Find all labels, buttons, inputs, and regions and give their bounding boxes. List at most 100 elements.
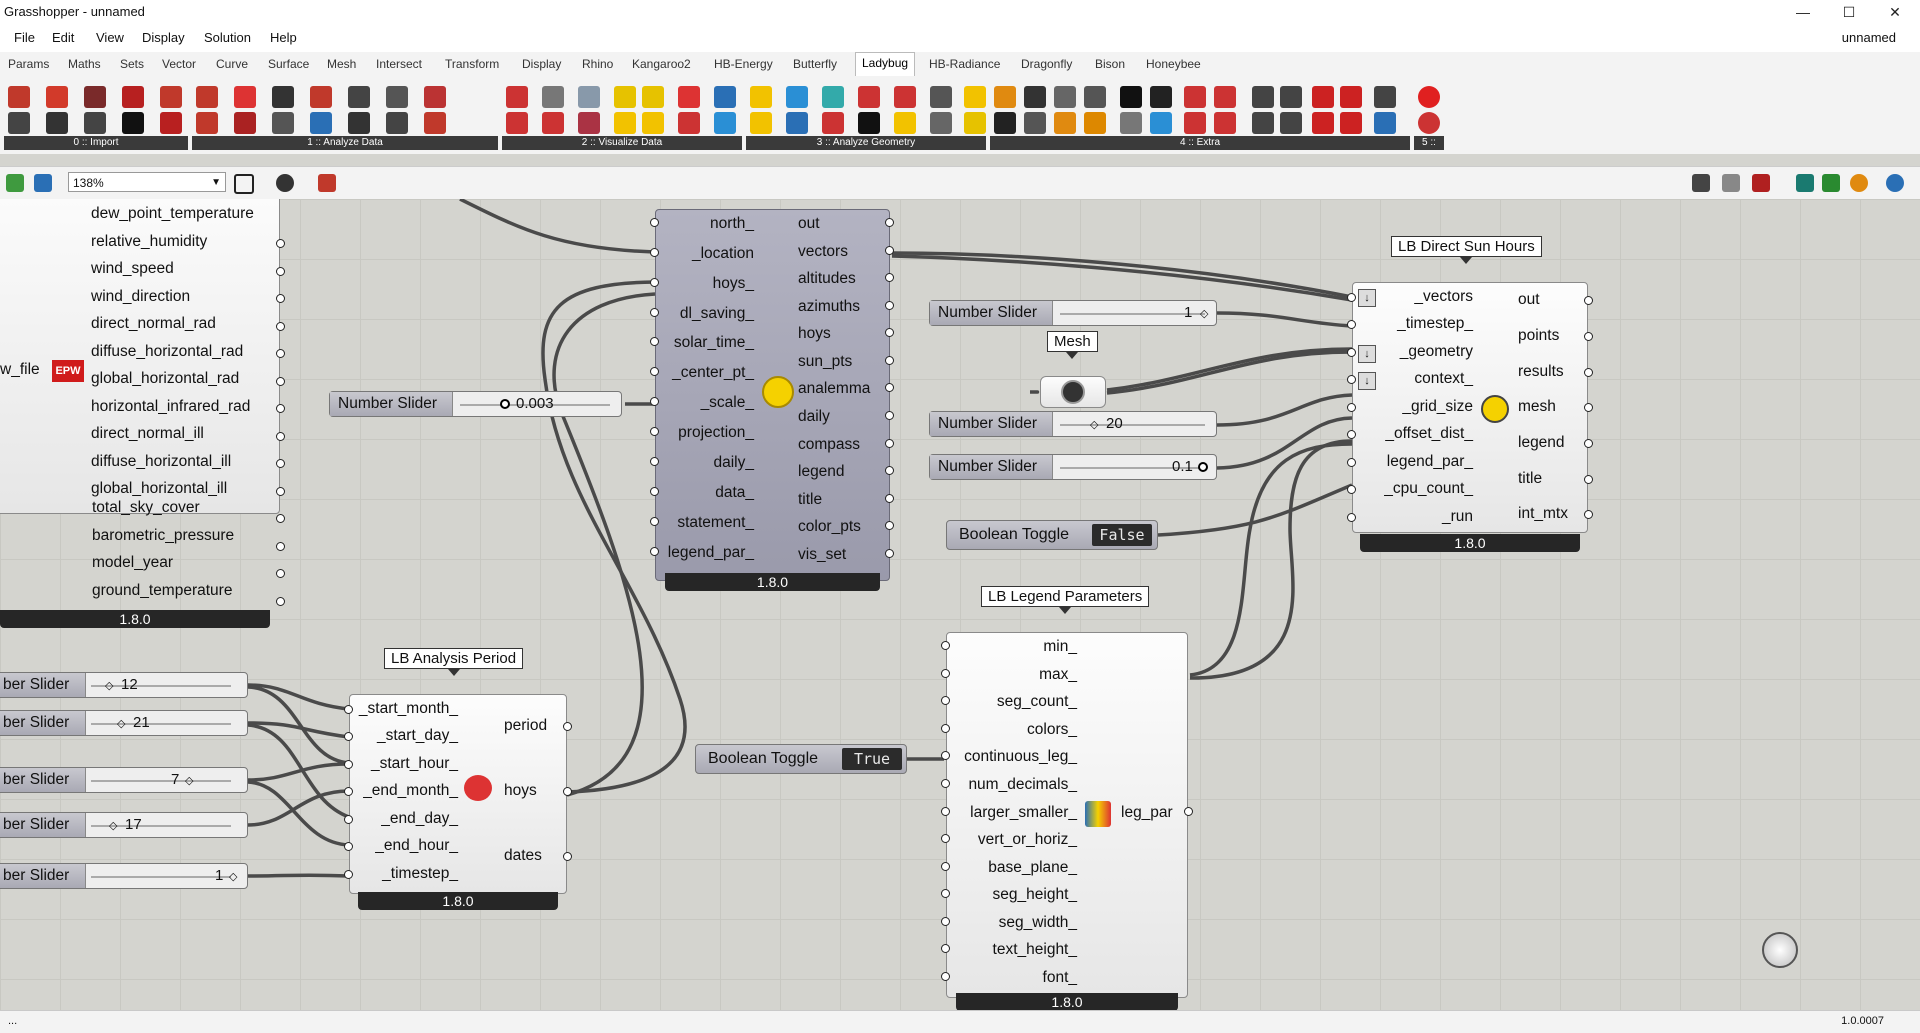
output-grip[interactable] [885,356,894,365]
grid-icon[interactable] [1024,86,1046,108]
toggle-value[interactable]: False [1092,524,1152,546]
menu-edit[interactable]: Edit [52,30,75,45]
dy-icon[interactable] [234,112,256,134]
psychrometric-icon[interactable] [678,86,700,108]
sun-path-box-icon[interactable] [894,112,916,134]
output-grip[interactable] [885,218,894,227]
sun-ray-icon[interactable] [964,112,986,134]
deconstruct-icon[interactable] [424,86,446,108]
output-grip[interactable] [885,549,894,558]
arrows-icon[interactable] [678,112,700,134]
bar-chart-icon[interactable] [506,112,528,134]
file-red-icon[interactable] [1184,86,1206,108]
tab-sets[interactable]: Sets [120,57,145,71]
input-grip[interactable] [650,218,659,227]
input-grip[interactable] [941,972,950,981]
input-grip[interactable] [1347,430,1356,439]
output-grip[interactable] [276,322,285,331]
slider-handle[interactable]: ◇ [105,680,114,692]
slider-handle[interactable]: ◇ [117,718,126,730]
close-button[interactable]: ✕ [1889,4,1901,20]
number-slider-timestep[interactable]: Number Slider 1 ◇ [929,300,1217,326]
menu-file[interactable]: File [14,30,35,45]
tab-kangaroo2[interactable]: Kangaroo2 [632,57,691,71]
input-grip[interactable] [650,487,659,496]
slider-handle[interactable] [500,399,510,409]
person-red-icon[interactable] [858,86,880,108]
direct-sun-icon[interactable] [750,112,772,134]
file-cf-icon[interactable] [1214,86,1236,108]
input-grip[interactable] [344,732,353,741]
input-grip[interactable] [650,457,659,466]
shade-bench-icon[interactable] [930,86,952,108]
tab-params[interactable]: Params [8,57,50,71]
output-grip[interactable] [885,273,894,282]
tab-display[interactable]: Display [522,57,562,71]
hourly-plot-icon[interactable] [542,86,564,108]
thermometer-icon[interactable] [310,86,332,108]
folder-open-icon[interactable] [1340,86,1362,108]
input-grip[interactable] [1347,320,1356,329]
output-grip[interactable] [276,294,285,303]
output-grip[interactable] [563,787,572,796]
input-grip[interactable] [1347,348,1356,357]
graph-icon[interactable] [1084,86,1106,108]
number-slider-start-month[interactable]: ber Slider ◇ 12 [0,672,248,698]
ny-filter-icon[interactable] [84,112,106,134]
output-grip[interactable] [276,487,285,496]
output-grip[interactable] [276,432,285,441]
boolean-toggle-run[interactable]: Boolean Toggle False [946,520,1158,550]
input-grip[interactable] [941,751,950,760]
input-grip[interactable] [650,547,659,556]
ny-icon[interactable] [46,112,68,134]
file-ip-icon[interactable] [1214,112,1236,134]
ddy-icon[interactable] [122,86,144,108]
chart-icon[interactable] [578,112,600,134]
input-grip[interactable] [650,308,659,317]
output-grip[interactable] [885,521,894,530]
maximize-button[interactable]: ☐ [1842,4,1856,20]
save-icon[interactable] [34,174,52,192]
output-grip[interactable] [276,597,285,606]
sunpath-component[interactable]: north_ _location hoys_ dl_saving_ solar_… [655,209,890,581]
number-slider-timestep-period[interactable]: ber Slider 1 ◇ [0,863,248,889]
shade-icon[interactable] [822,86,844,108]
minimize-button[interactable]: — [1796,4,1810,20]
table-icon[interactable] [1252,112,1274,134]
slider-handle[interactable]: ◇ [1090,419,1099,431]
output-grip[interactable] [885,383,894,392]
sunpath-icon[interactable] [614,112,636,134]
2d-icon[interactable] [1120,112,1142,134]
input-grip[interactable] [941,696,950,705]
output-grip[interactable] [1584,403,1593,412]
text-icon[interactable] [1054,86,1076,108]
number-slider-scale[interactable]: Number Slider 0.003 [329,391,622,417]
import-epw-component[interactable]: dew_point_temperature relative_humidity … [0,199,280,514]
menu-solution[interactable]: Solution [204,30,251,45]
output-grip[interactable] [276,404,285,413]
analysis-period-component[interactable]: _start_month_ _start_day_ _start_hour_ _… [349,694,567,894]
weather-icon[interactable] [160,112,182,134]
period-icon[interactable] [234,86,256,108]
radiation-icon[interactable] [750,86,772,108]
input-grip[interactable] [941,862,950,871]
tab-maths[interactable]: Maths [68,57,101,71]
display-settings-icon[interactable] [1886,174,1904,192]
legend-parameters-component[interactable]: min_ max_ seg_count_ colors_ continuous_… [946,632,1188,998]
input-grip[interactable] [941,724,950,733]
output-grip[interactable] [1584,439,1593,448]
tab-transform[interactable]: Transform [445,57,500,71]
tab-honeybee[interactable]: Honeybee [1146,57,1201,71]
radiation-rose-icon[interactable] [858,112,880,134]
stat-file-icon[interactable] [122,112,144,134]
preview-mesh-icon[interactable] [1822,174,1840,192]
output-grip[interactable] [276,459,285,468]
sun-icon[interactable] [642,112,664,134]
shade-study-icon[interactable] [930,112,952,134]
input-grip[interactable] [344,760,353,769]
input-grip[interactable] [650,397,659,406]
person-walk-icon[interactable] [1252,86,1274,108]
wea-icon[interactable] [160,86,182,108]
document-preview-icon[interactable] [1850,174,1868,192]
target-icon[interactable] [1150,112,1172,134]
